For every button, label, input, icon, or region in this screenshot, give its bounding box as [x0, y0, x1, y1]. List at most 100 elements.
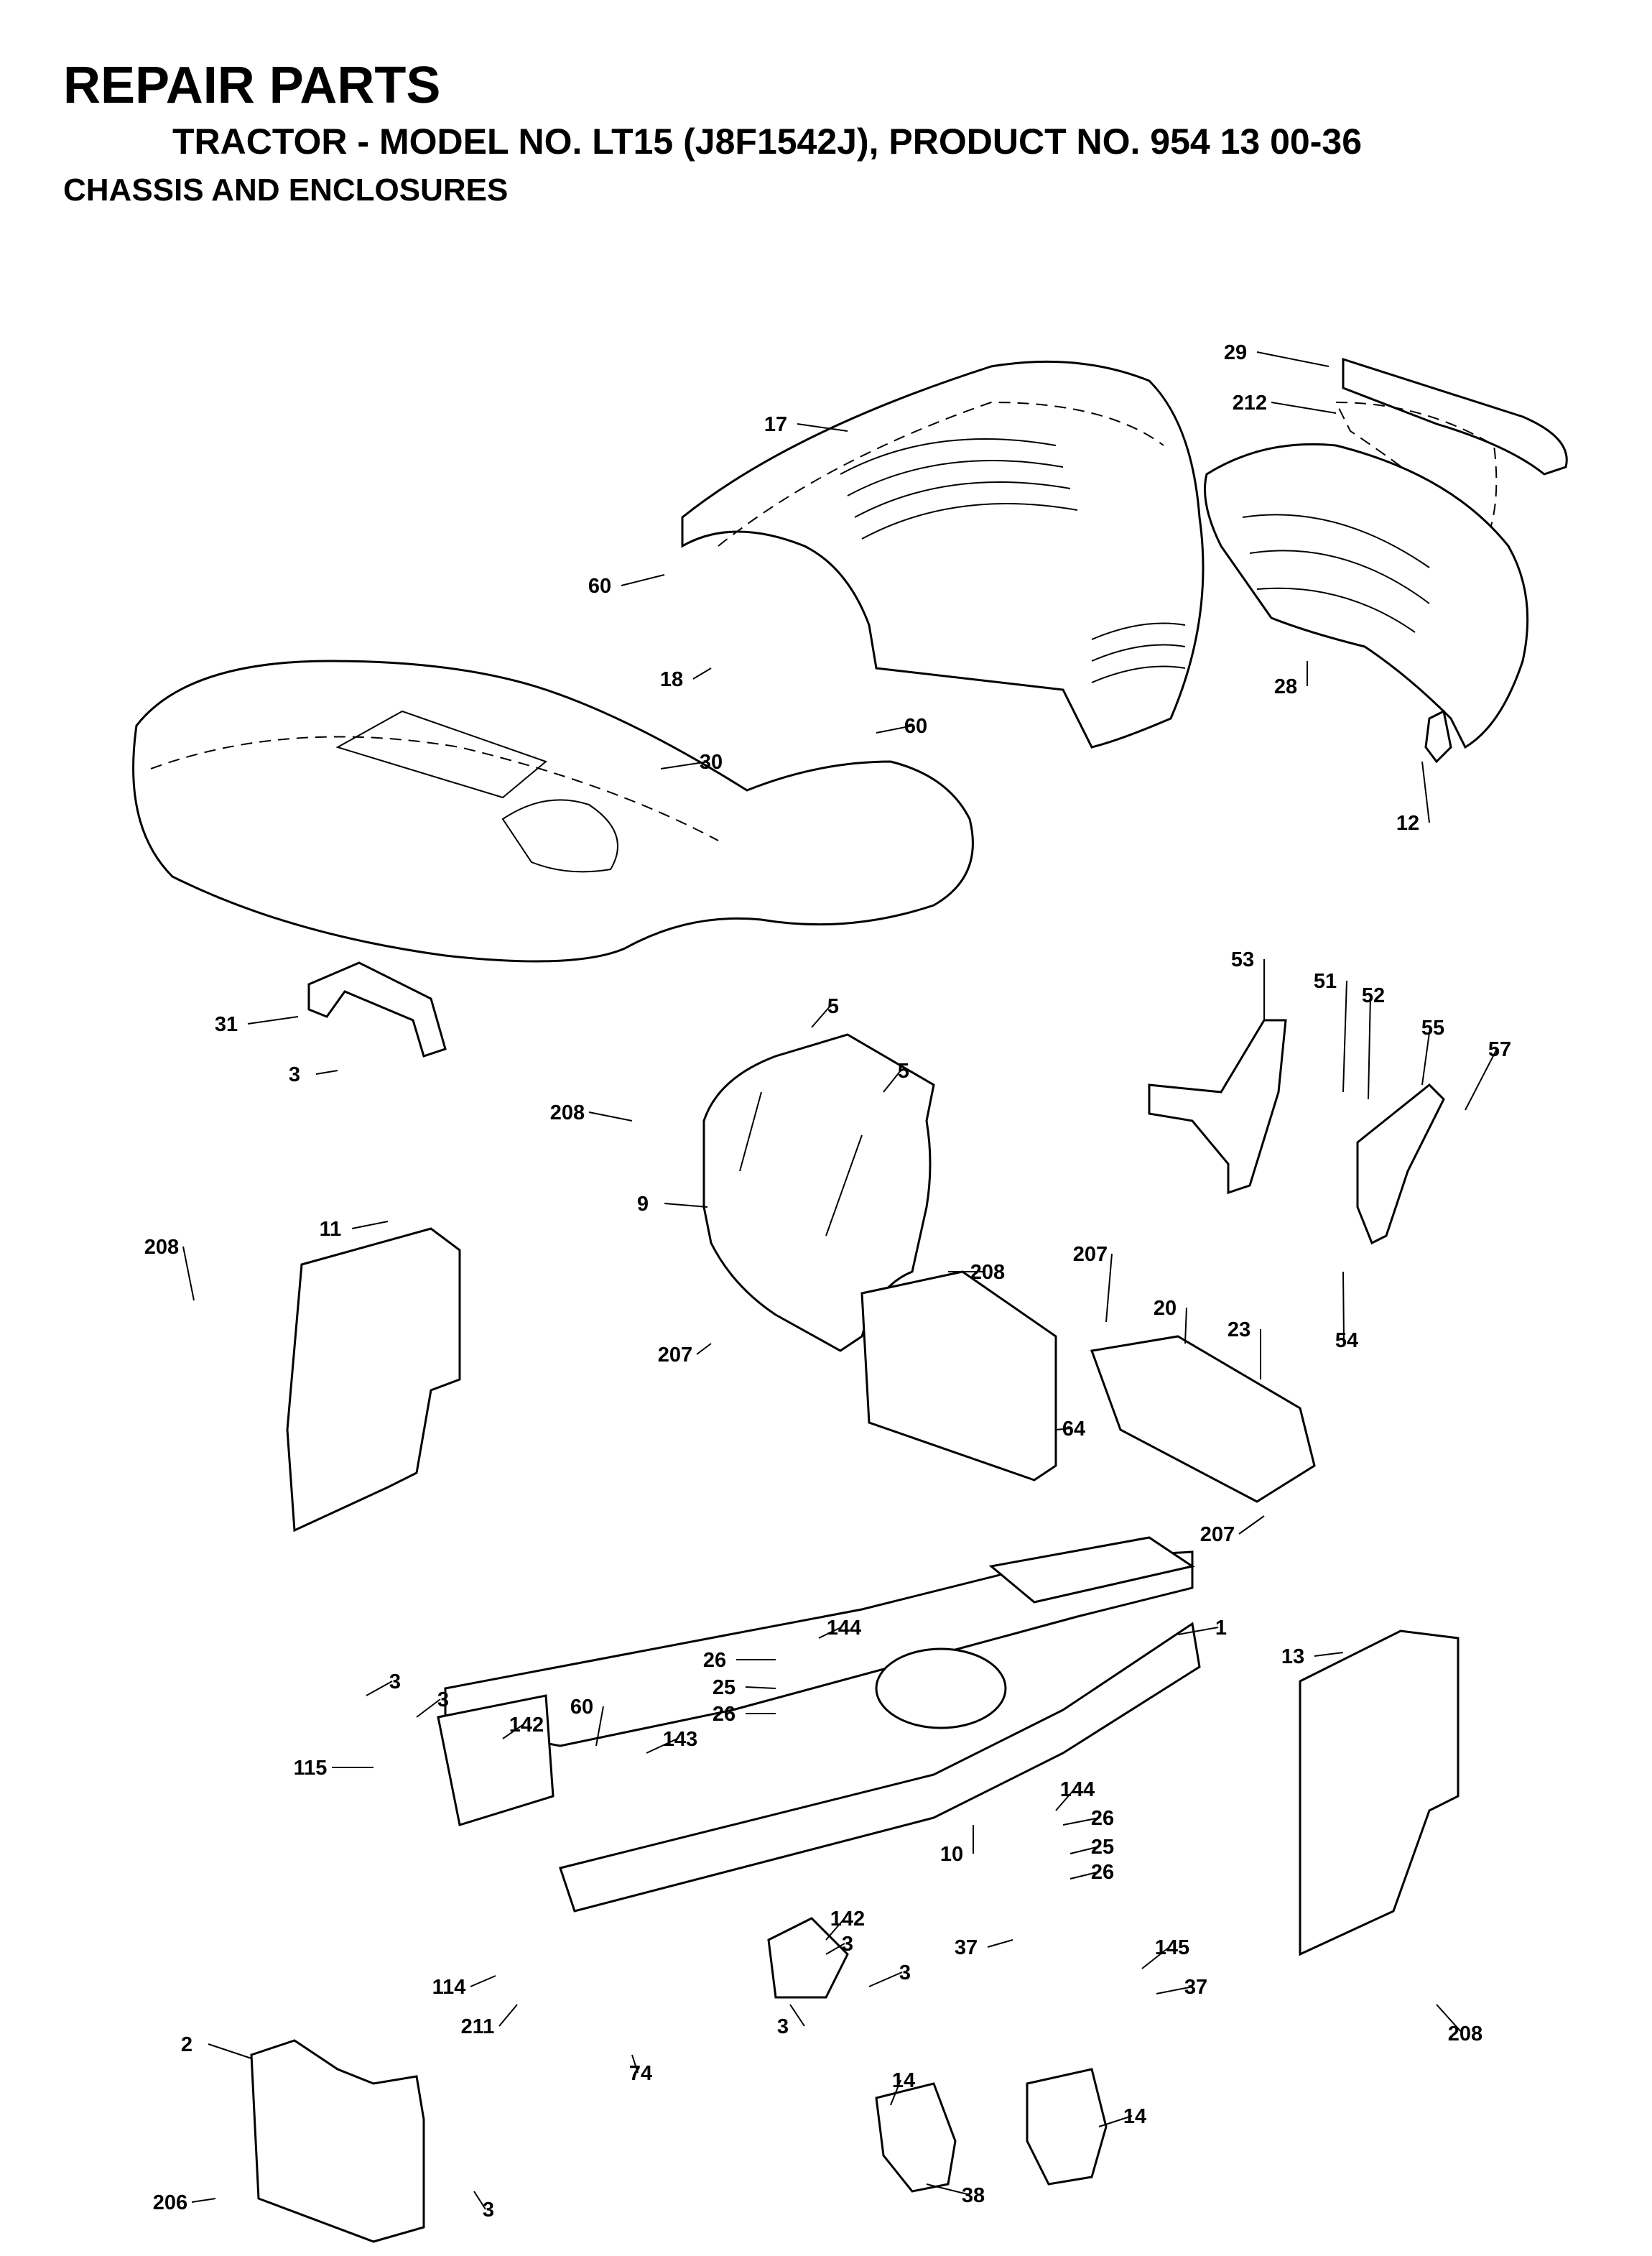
callout-26: 26 [1091, 1861, 1114, 1884]
callout-144: 144 [827, 1617, 861, 1640]
callout-26: 26 [1091, 1807, 1114, 1830]
leader-line-6 [876, 725, 914, 734]
leader-line-16 [811, 1005, 831, 1028]
callout-211: 211 [461, 2015, 495, 2038]
fender-inner-edge [150, 736, 719, 841]
callout-14: 14 [892, 2069, 915, 2092]
callout-3: 3 [842, 1933, 853, 1956]
leader-line-12 [1342, 980, 1347, 1093]
callout-206: 206 [153, 2191, 187, 2214]
callout-13: 13 [1281, 1645, 1304, 1668]
leader-line-22 [182, 1246, 195, 1301]
hood-panel-outline [718, 401, 1164, 547]
callout-207: 207 [1200, 1523, 1235, 1546]
leader-line-1 [1271, 402, 1337, 414]
leader-line-38 [595, 1706, 604, 1747]
callout-115: 115 [294, 1757, 328, 1780]
callout-31: 31 [215, 1013, 238, 1036]
callout-18: 18 [660, 668, 683, 691]
callout-37: 37 [1184, 1976, 1207, 1999]
callout-57: 57 [1488, 1038, 1511, 1061]
callout-5: 5 [827, 995, 839, 1018]
callout-54: 54 [1335, 1329, 1358, 1352]
callout-207: 207 [658, 1344, 692, 1367]
leader-line-53 [1156, 1986, 1194, 1994]
callout-142: 142 [830, 1908, 865, 1931]
callout-145: 145 [1155, 1936, 1189, 1959]
callout-51: 51 [1314, 970, 1337, 993]
fender-pedal-area [501, 799, 618, 873]
leader-line-21 [351, 1221, 389, 1229]
part-64-console [860, 1270, 1057, 1481]
callout-212: 212 [1233, 392, 1267, 415]
callout-11: 11 [320, 1218, 342, 1241]
leader-line-17 [883, 1070, 901, 1093]
callout-60: 60 [588, 575, 611, 598]
leader-line-43 [1062, 1817, 1100, 1826]
callout-144: 144 [1060, 1778, 1095, 1801]
leader-line-48 [825, 1943, 845, 1955]
callout-17: 17 [764, 413, 787, 436]
leader-line-57 [1436, 2004, 1463, 2034]
leader-line-15 [1465, 1048, 1498, 1111]
fender-console [335, 710, 547, 799]
dash-slot-1 [739, 1091, 762, 1172]
part-55-bracket [1356, 1083, 1445, 1245]
part-28-grille [1204, 443, 1529, 749]
callout-3: 3 [899, 1961, 911, 1984]
leader-line-30 [818, 1627, 842, 1639]
leader-line-52 [1141, 1946, 1170, 1969]
part-142-plate-left [437, 1694, 554, 1826]
leader-line-55 [498, 2004, 518, 2027]
leader-line-35 [1314, 1652, 1344, 1657]
callout-30: 30 [700, 751, 723, 774]
leader-line-32 [745, 1686, 776, 1689]
leader-line-63 [473, 2191, 486, 2210]
part-12-latch [1424, 709, 1452, 764]
leader-line-36 [366, 1681, 393, 1696]
callout-55: 55 [1421, 1017, 1444, 1040]
leader-line-13 [1368, 994, 1371, 1100]
hood-side-vent-2 [1091, 644, 1186, 662]
leader-line-62 [191, 2198, 216, 2203]
leader-line-44 [1069, 1846, 1100, 1854]
callout-74: 74 [629, 2062, 652, 2085]
callout-14: 14 [1123, 2105, 1146, 2128]
callout-38: 38 [962, 2184, 985, 2207]
callout-28: 28 [1274, 675, 1297, 698]
leader-line-39 [502, 1724, 524, 1739]
part-38-bracket-left [875, 2082, 957, 2193]
part-2-front-plate [250, 2039, 425, 2243]
leader-line-19 [664, 1203, 708, 1208]
dash-slot-2 [825, 1134, 863, 1236]
part-17-hood [681, 360, 1205, 749]
leader-line-27 [1342, 1271, 1345, 1341]
grille-slot-1 [1242, 514, 1430, 568]
leader-line-37 [416, 1698, 441, 1718]
callout-53: 53 [1231, 948, 1254, 971]
leader-line-3 [621, 574, 665, 586]
part-9-dash-panel [702, 1033, 935, 1352]
callout-25: 25 [1091, 1836, 1114, 1859]
leader-line-24 [1105, 1253, 1113, 1323]
callout-142: 142 [509, 1714, 544, 1737]
leader-line-28 [1055, 1428, 1072, 1430]
callout-37: 37 [955, 1936, 978, 1959]
frame-hole [875, 1647, 1007, 1729]
leader-line-25 [1184, 1307, 1187, 1344]
model-line: TRACTOR - MODEL NO. LT15 (J8F1542J), PRO… [172, 121, 1363, 162]
callout-29: 29 [1224, 341, 1247, 364]
leader-line-7 [660, 761, 709, 769]
grille-slot-2 [1249, 550, 1430, 604]
callout-60: 60 [904, 715, 927, 738]
callout-208: 208 [1448, 2022, 1482, 2045]
callout-3: 3 [483, 2199, 494, 2222]
hood-vent-2 [847, 460, 1064, 496]
leader-line-23 [696, 1343, 712, 1355]
callout-60: 60 [570, 1696, 593, 1719]
callout-9: 9 [637, 1193, 649, 1216]
frame-rail [559, 1622, 1201, 1913]
leader-line-40 [646, 1738, 678, 1754]
leader-line-14 [1421, 1027, 1431, 1086]
